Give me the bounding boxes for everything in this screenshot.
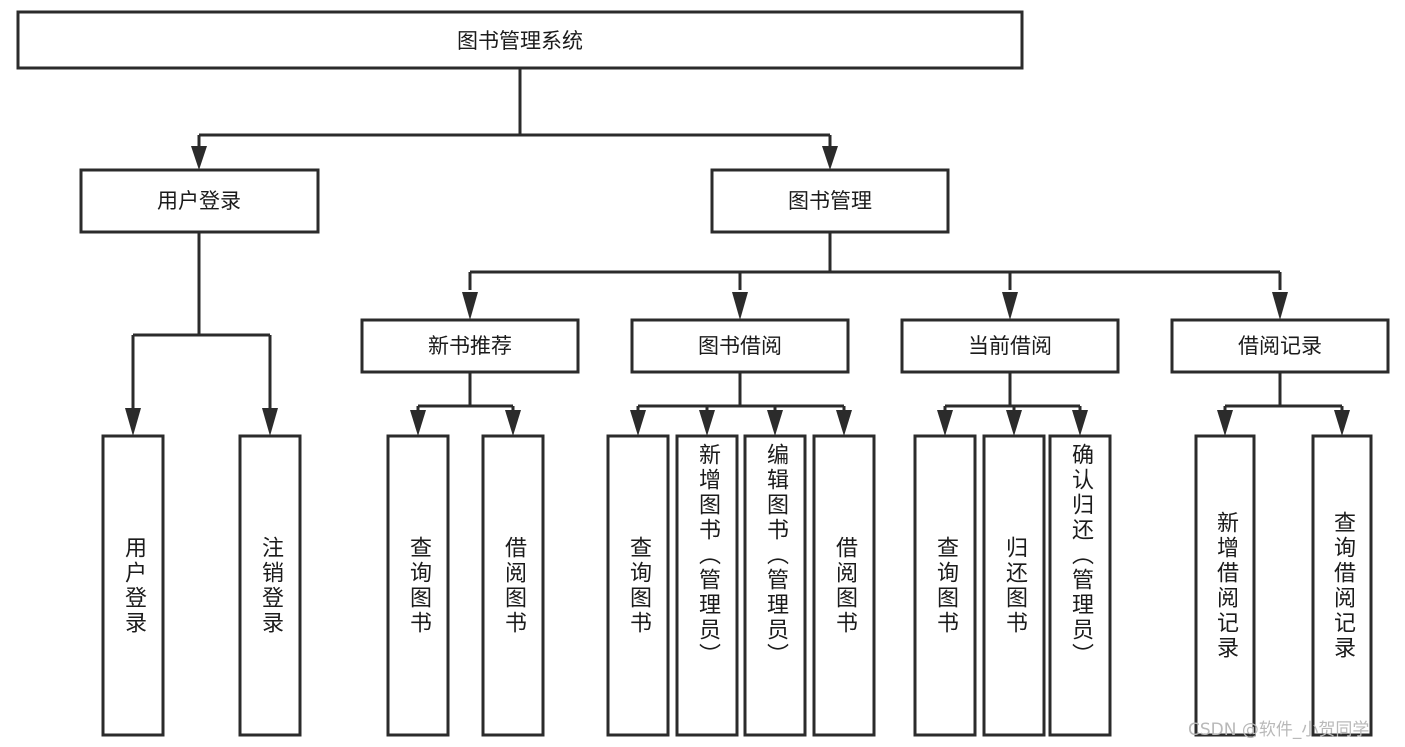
node-new-book-recommend-box[interactable] (360, 318, 580, 374)
connector-book-manage-to-bus (468, 232, 1282, 290)
leaf-box-edit-book[interactable] (743, 434, 807, 737)
node-root-label: 图书管理系统 (457, 29, 583, 53)
node-borrow-record-label: 借阅记录 (1238, 334, 1322, 358)
leaf-box-query-record[interactable] (1311, 434, 1373, 737)
node-current-borrow-label: 当前借阅 (968, 334, 1052, 358)
leaf-box-confirm-return[interactable] (1048, 434, 1112, 737)
watermark-text: CSDN @软件_小贺同学 (1188, 720, 1370, 740)
leaf-box-group (101, 434, 1373, 737)
leaf-box-logout[interactable] (238, 434, 302, 737)
leaf-box-query-book-1[interactable] (386, 434, 450, 737)
arrowhead-to-leaf-logout (262, 408, 278, 436)
node-book-manage-box[interactable] (710, 168, 950, 234)
leaf-box-query-book-2[interactable] (606, 434, 670, 737)
connector-root-to-bus (197, 68, 832, 158)
arrowhead-to-leaf-query-book-2 (630, 410, 646, 436)
node-borrow-record[interactable]: 借阅记录 (1170, 318, 1390, 374)
node-root[interactable]: 图书管理系统 (16, 10, 1024, 70)
connector-borrow-record-to-bus (1223, 372, 1344, 414)
arrowhead-to-new-book-recommend (462, 292, 478, 320)
leaf-box-add-book[interactable] (675, 434, 739, 737)
node-borrow-record-box[interactable] (1170, 318, 1390, 374)
leaf-box-user-login[interactable] (101, 434, 165, 737)
arrowhead-to-book-borrow (732, 292, 748, 320)
node-book-borrow-label: 图书借阅 (698, 334, 782, 358)
node-book-manage-label: 图书管理 (788, 189, 872, 213)
connector-group (125, 68, 1350, 436)
node-user-login[interactable]: 用户登录 (79, 168, 320, 234)
arrowhead-to-leaf-query-book-3 (937, 410, 953, 436)
arrowhead-to-leaf-query-record (1334, 410, 1350, 436)
arrowhead-to-borrow-record (1272, 292, 1288, 320)
arrowhead-to-leaf-confirm-return (1072, 410, 1088, 436)
node-new-book-recommend[interactable]: 新书推荐 (360, 318, 580, 374)
connector-new-book-recommend-to-bus (416, 372, 515, 414)
leaf-box-borrow-book-2[interactable] (812, 434, 876, 737)
connector-book-borrow-to-bus (636, 372, 846, 414)
arrowhead-to-user-login (191, 146, 207, 170)
arrowhead-to-leaf-edit-book (767, 410, 783, 436)
arrowhead-to-leaf-user-login (125, 408, 141, 436)
arrowhead-to-current-borrow (1002, 292, 1018, 320)
leaf-box-return-book[interactable] (982, 434, 1046, 737)
node-current-borrow-box[interactable] (900, 318, 1120, 374)
node-current-borrow[interactable]: 当前借阅 (900, 318, 1120, 374)
arrowhead-to-leaf-borrow-book-1 (505, 410, 521, 436)
arrowhead-to-leaf-borrow-book-2 (836, 410, 852, 436)
leaf-box-query-book-3[interactable] (913, 434, 977, 737)
leaf-box-borrow-book-1[interactable] (481, 434, 545, 737)
leaf-box-add-record[interactable] (1194, 434, 1256, 737)
node-root-box[interactable] (16, 10, 1024, 70)
node-book-borrow[interactable]: 图书借阅 (630, 318, 850, 374)
arrowhead-to-leaf-add-record (1217, 410, 1233, 436)
arrowhead-to-book-manage (822, 146, 838, 170)
node-user-login-label: 用户登录 (157, 189, 241, 213)
arrowhead-to-leaf-query-book-1 (410, 410, 426, 436)
node-book-borrow-box[interactable] (630, 318, 850, 374)
node-book-manage[interactable]: 图书管理 (710, 168, 950, 234)
arrowhead-to-leaf-add-book (699, 410, 715, 436)
connector-user-login-to-bus (131, 232, 272, 412)
node-user-login-box[interactable] (79, 168, 320, 234)
connector-current-borrow-to-bus (943, 372, 1082, 414)
node-new-book-recommend-label: 新书推荐 (428, 334, 512, 358)
arrowhead-to-leaf-return-book (1006, 410, 1022, 436)
